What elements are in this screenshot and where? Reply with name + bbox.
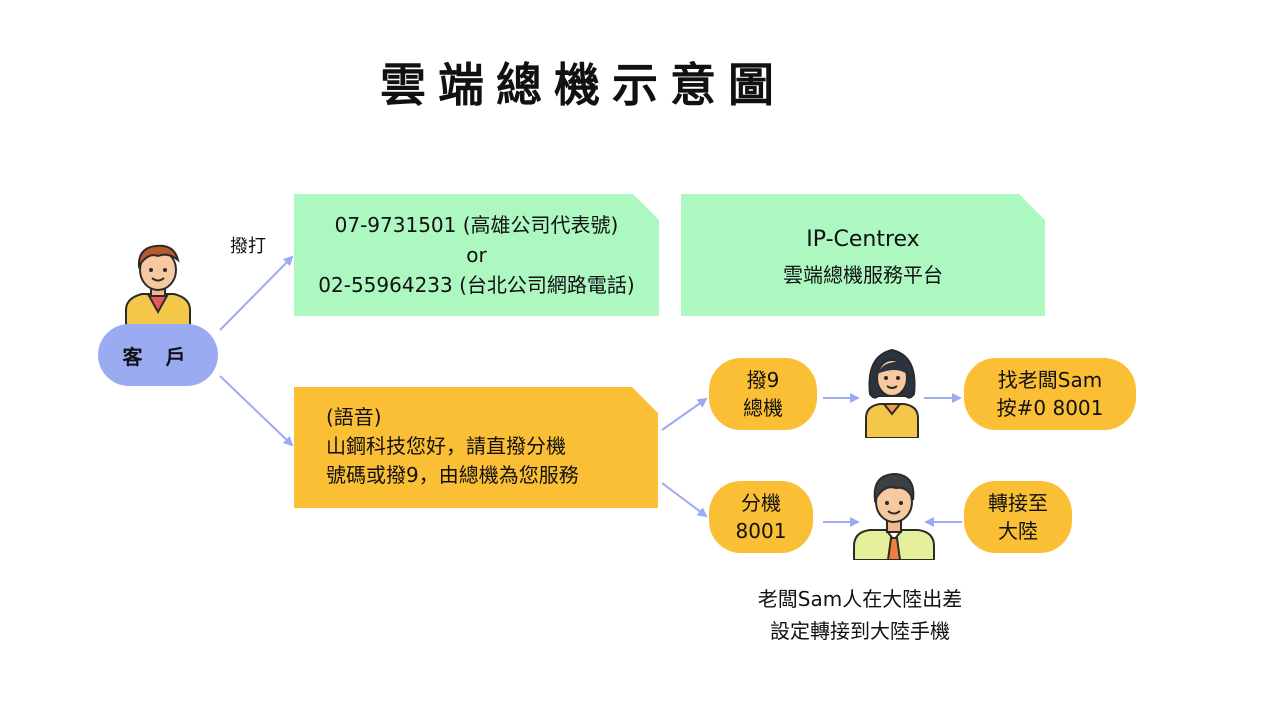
transfer-line-1: 轉接至: [988, 491, 1048, 515]
find-boss-line-1: 找老闆Sam: [997, 368, 1103, 392]
folded-corner: [1019, 194, 1045, 220]
find-boss-pill: 找老闆Sam 按#0 8001: [964, 358, 1136, 430]
phone-numbers-box: 07-9731501 (高雄公司代表號) or 02-55964233 (台北公…: [294, 194, 659, 316]
transfer-pill: 轉接至 大陸: [964, 481, 1072, 553]
dial9-pill: 撥9 總機: [709, 358, 817, 430]
phone-line-2: or: [466, 243, 487, 267]
phone-line-3: 02-55964233 (台北公司網路電話): [318, 273, 635, 297]
extension-pill: 分機 8001: [709, 481, 813, 553]
customer-man-icon: [120, 240, 196, 329]
dial9-line-1: 撥9: [746, 368, 780, 392]
note-line-2: 設定轉接到大陸手機: [770, 619, 950, 643]
folded-corner: [632, 387, 658, 413]
dial9-line-2: 總機: [743, 396, 783, 420]
extension-line-2: 8001: [735, 519, 787, 543]
arrow-customer-to-phone: [219, 255, 294, 331]
operator-woman-icon: [862, 346, 922, 439]
customer-label: 客 戶: [98, 324, 218, 386]
find-boss-line-2: 按#0 8001: [996, 396, 1104, 420]
boss-man-icon: [852, 468, 936, 561]
arrow-voice-to-extension: [661, 482, 708, 518]
platform-box: IP-Centrex 雲端總機服務平台: [681, 194, 1045, 316]
voice-message-box: (語音) 山鋼科技您好，請直撥分機 號碼或撥9，由總機為您服務: [294, 387, 658, 508]
phone-line-1: 07-9731501 (高雄公司代表號): [334, 213, 619, 237]
voice-line-3: 號碼或撥9，由總機為您服務: [326, 463, 579, 487]
note-line-1: 老闆Sam人在大陸出差: [757, 587, 963, 611]
dial-label: 撥打: [230, 236, 266, 257]
boss-travel-note: 老闆Sam人在大陸出差 設定轉接到大陸手機: [700, 583, 1020, 647]
arrow-voice-to-dial9: [661, 397, 708, 431]
transfer-line-2: 大陸: [998, 519, 1038, 543]
voice-line-2: 山鋼科技您好，請直撥分機: [326, 434, 566, 458]
folded-corner: [633, 194, 659, 220]
extension-line-1: 分機: [741, 491, 781, 515]
voice-line-1: (語音): [326, 405, 382, 429]
page-title: 雲端總機示意圖: [380, 58, 786, 112]
arrow-customer-to-voice: [219, 375, 294, 447]
platform-line-2: 雲端總機服務平台: [783, 263, 943, 287]
platform-line-1: IP-Centrex: [806, 227, 920, 252]
